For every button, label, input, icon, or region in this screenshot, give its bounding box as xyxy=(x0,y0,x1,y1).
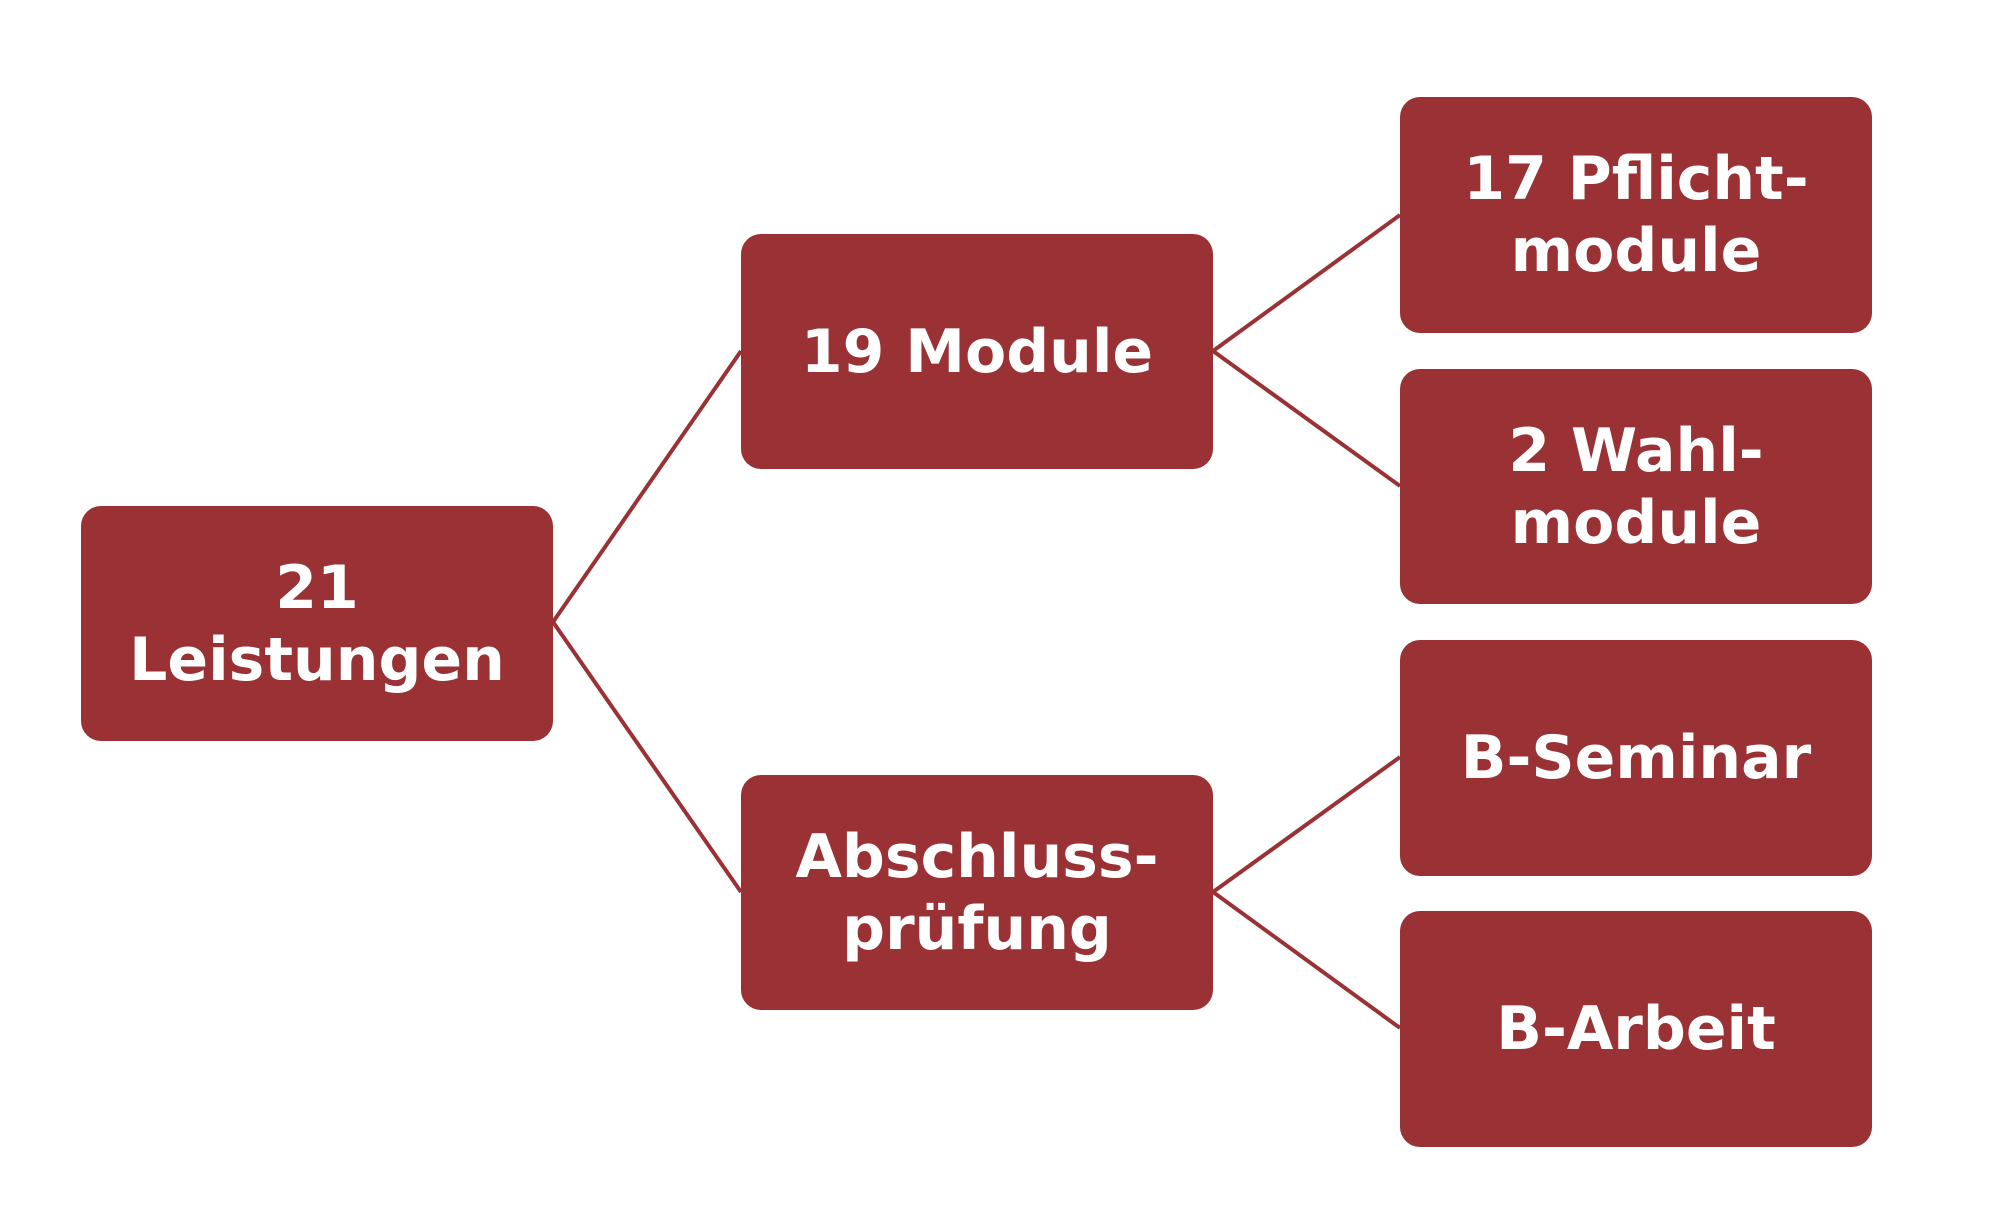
node-abschlusspruefung: Abschluss- prüfung xyxy=(741,775,1213,1010)
connector-root-to-module xyxy=(551,349,743,624)
connector-exam-to-seminar xyxy=(1211,755,1402,894)
node-pflichtmodule: 17 Pflicht- module xyxy=(1400,97,1872,333)
node-b-seminar: B-Seminar xyxy=(1400,640,1872,876)
connector-module-to-wahl xyxy=(1211,349,1402,488)
connector-module-to-pflicht xyxy=(1211,213,1402,353)
root-node-leistungen: 21 Leistungen xyxy=(81,506,553,741)
connector-exam-to-arbeit xyxy=(1211,890,1402,1030)
node-wahlmodule: 2 Wahl- module xyxy=(1400,369,1872,604)
node-module: 19 Module xyxy=(741,234,1213,469)
node-b-arbeit: B-Arbeit xyxy=(1400,911,1872,1147)
connector-root-to-exam xyxy=(551,620,743,894)
